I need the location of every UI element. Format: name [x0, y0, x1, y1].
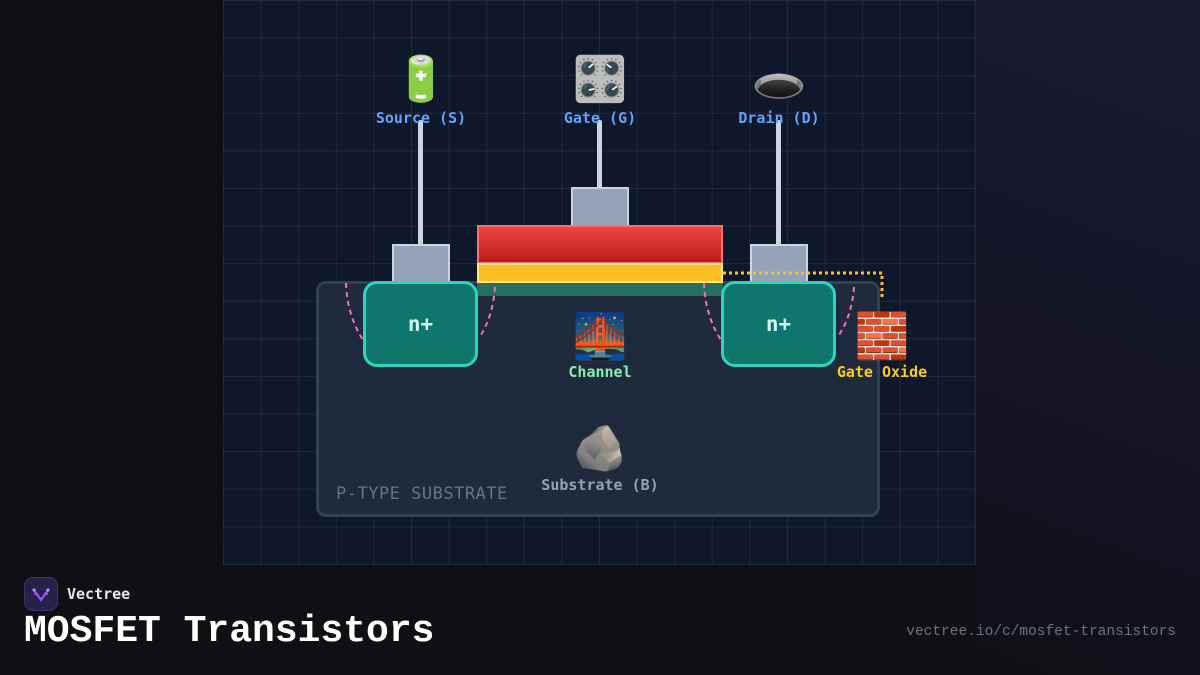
- drain-wire: [776, 120, 781, 246]
- drain-contact: [750, 244, 808, 284]
- hole-icon: 🕳️: [751, 54, 807, 105]
- gate-metal: [477, 225, 723, 264]
- gate-oxide-layer: [477, 263, 723, 283]
- brick-icon: 🧱: [854, 311, 910, 362]
- channel-label: Channel: [568, 363, 632, 381]
- source-wire: [418, 120, 423, 246]
- channel-region: [477, 283, 723, 296]
- rock-icon: 🪨: [572, 423, 628, 474]
- brand-name: Vectree: [67, 585, 131, 603]
- drain-n-plus-region: n+: [721, 281, 836, 367]
- source-contact: [392, 244, 450, 284]
- gate-terminal-label: Gate (G): [563, 109, 637, 127]
- source-n-plus-region: n+: [363, 281, 478, 367]
- background-gradient: [976, 0, 1200, 675]
- control-knobs-icon: 🎛️: [572, 54, 628, 105]
- source-terminal-label: Source (S): [375, 109, 467, 127]
- gate-wire: [597, 120, 602, 190]
- substrate-type-label: P-TYPE SUBSTRATE: [336, 484, 508, 504]
- mosfet-diagram: P-TYPE SUBSTRATE n+ n+ 🔋 Source (S) 🎛️ G…: [223, 0, 976, 565]
- battery-icon: 🔋: [393, 54, 449, 105]
- course-url: vectree.io/c/mosfet-transistors: [906, 624, 1176, 640]
- substrate-terminal-label: Substrate (B): [541, 476, 659, 494]
- vectree-logo-icon: [24, 577, 58, 611]
- gate-contact: [571, 187, 629, 227]
- gate-oxide-label: Gate Oxide: [836, 363, 928, 381]
- bridge-at-night-icon: 🌉: [572, 311, 628, 362]
- drain-terminal-label: Drain (D): [738, 109, 820, 127]
- page-title: MOSFET Transistors: [24, 610, 435, 653]
- brand: Vectree: [24, 577, 130, 611]
